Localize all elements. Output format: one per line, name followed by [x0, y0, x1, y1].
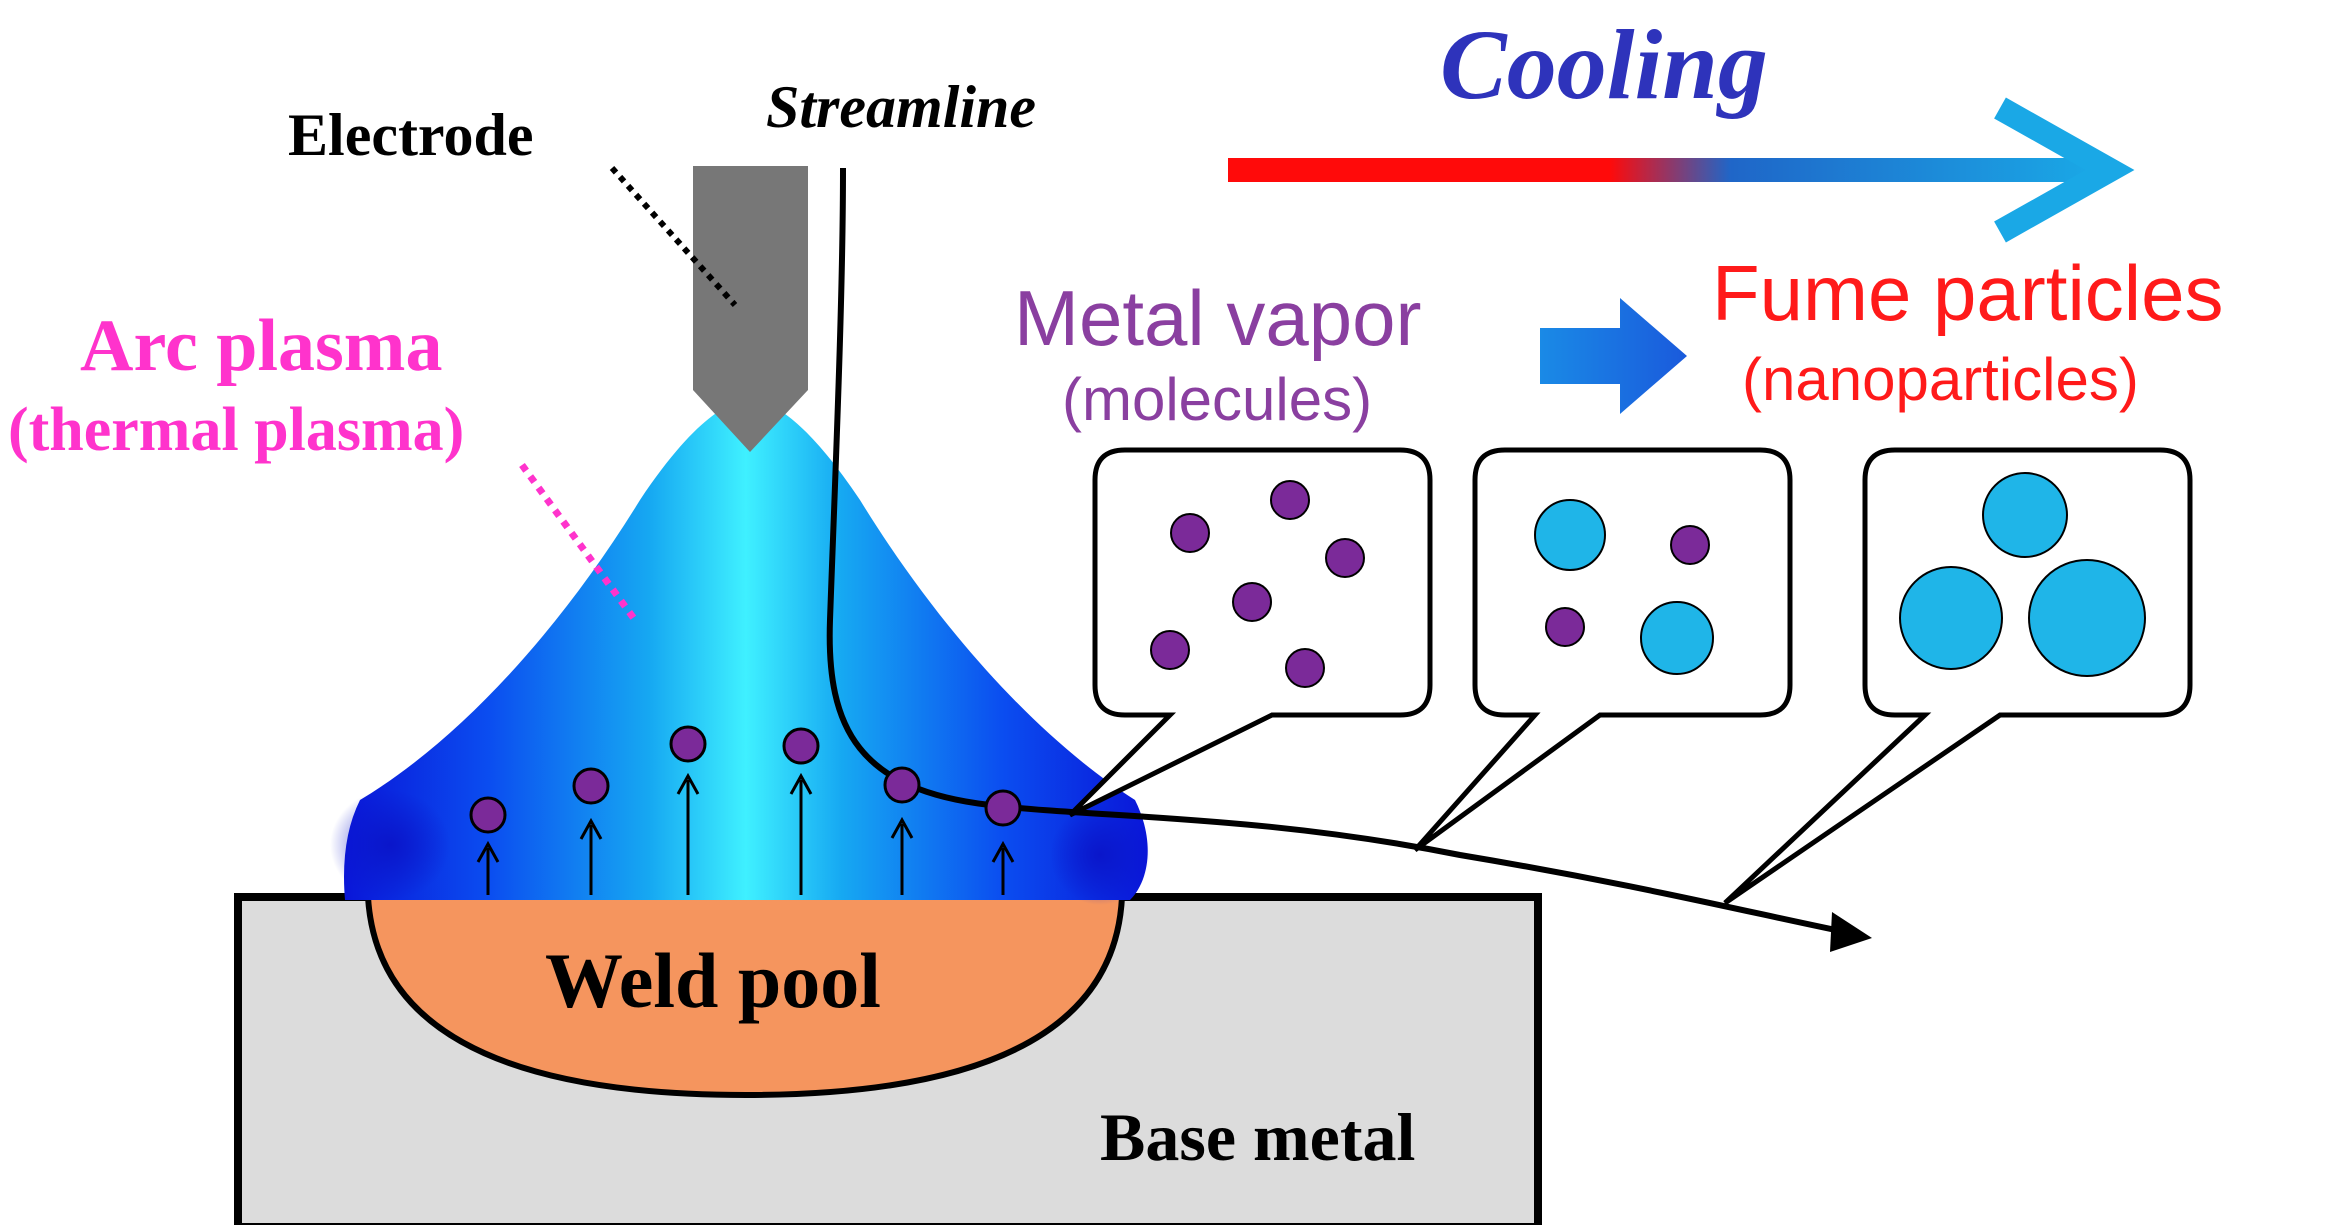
callout-bubble-fume [1723, 447, 2193, 906]
vapor-particle [669, 725, 707, 763]
molecules-label: (molecules) [1062, 366, 1372, 433]
fume-particles-label: Fume particles [1712, 249, 2224, 337]
molecule [1285, 648, 1325, 688]
nanoparticle [2028, 559, 2146, 677]
vapor-particle [469, 796, 507, 834]
nanoparticle [1640, 601, 1714, 675]
weld-pool [364, 894, 1126, 1099]
vapor-particle [782, 727, 820, 765]
callout-bubble-mixed [1413, 447, 1793, 853]
molecule [1170, 513, 1210, 553]
plasma-edge-glow-right [1050, 805, 1150, 905]
upward-arrow-head [890, 816, 914, 839]
upward-arrow-head [991, 840, 1015, 863]
upward-arrow-head [579, 817, 603, 840]
nanoparticle [1982, 472, 2068, 558]
molecule [1270, 480, 1310, 520]
nanoparticle [1534, 499, 1606, 571]
molecule [1670, 525, 1710, 565]
bubble-3-particles [1899, 472, 2146, 677]
plasma-edge-glow-left [330, 790, 450, 900]
transition-arrow [1540, 298, 1687, 414]
nanoparticle [1899, 566, 2003, 670]
nanoparticles-label: (nanoparticles) [1742, 346, 2139, 413]
arc-plasma-label: Arc plasma [80, 305, 442, 387]
vapor-particles-in-plasma [469, 725, 1022, 834]
weld-pool-label: Weld pool [545, 937, 881, 1024]
molecule [1150, 630, 1190, 670]
callout-bubble-metal-vapor [1068, 447, 1433, 818]
vapor-particle [572, 767, 610, 805]
molecule [1545, 607, 1585, 647]
thermal-plasma-label: (thermal plasma) [8, 396, 464, 464]
vapor-emission-arrows [476, 772, 1015, 895]
upward-arrow-head [789, 772, 813, 795]
electrode-label: Electrode [288, 102, 533, 168]
molecule [1325, 538, 1365, 578]
cooling-arrow-shaft [1228, 158, 2095, 182]
streamline-label: Streamline [766, 74, 1036, 140]
vapor-particle [883, 766, 921, 804]
cooling-arrow-head [1994, 97, 2135, 243]
arc-plasma [344, 400, 1148, 900]
base-metal-label: Base metal [1100, 1099, 1415, 1175]
vapor-particle [984, 789, 1022, 827]
cooling-label: Cooling [1440, 9, 1768, 120]
molecule [1232, 582, 1272, 622]
bubble-2-particles [1534, 499, 1714, 675]
electrode [693, 166, 808, 452]
bubble-1-particles [1150, 480, 1365, 688]
metal-vapor-label: Metal vapor [1014, 274, 1422, 362]
upward-arrow-head [676, 772, 700, 795]
arc-plasma-leader-line [519, 462, 638, 623]
streamline-arrowhead [1830, 912, 1872, 952]
upward-arrow-head [476, 840, 500, 863]
